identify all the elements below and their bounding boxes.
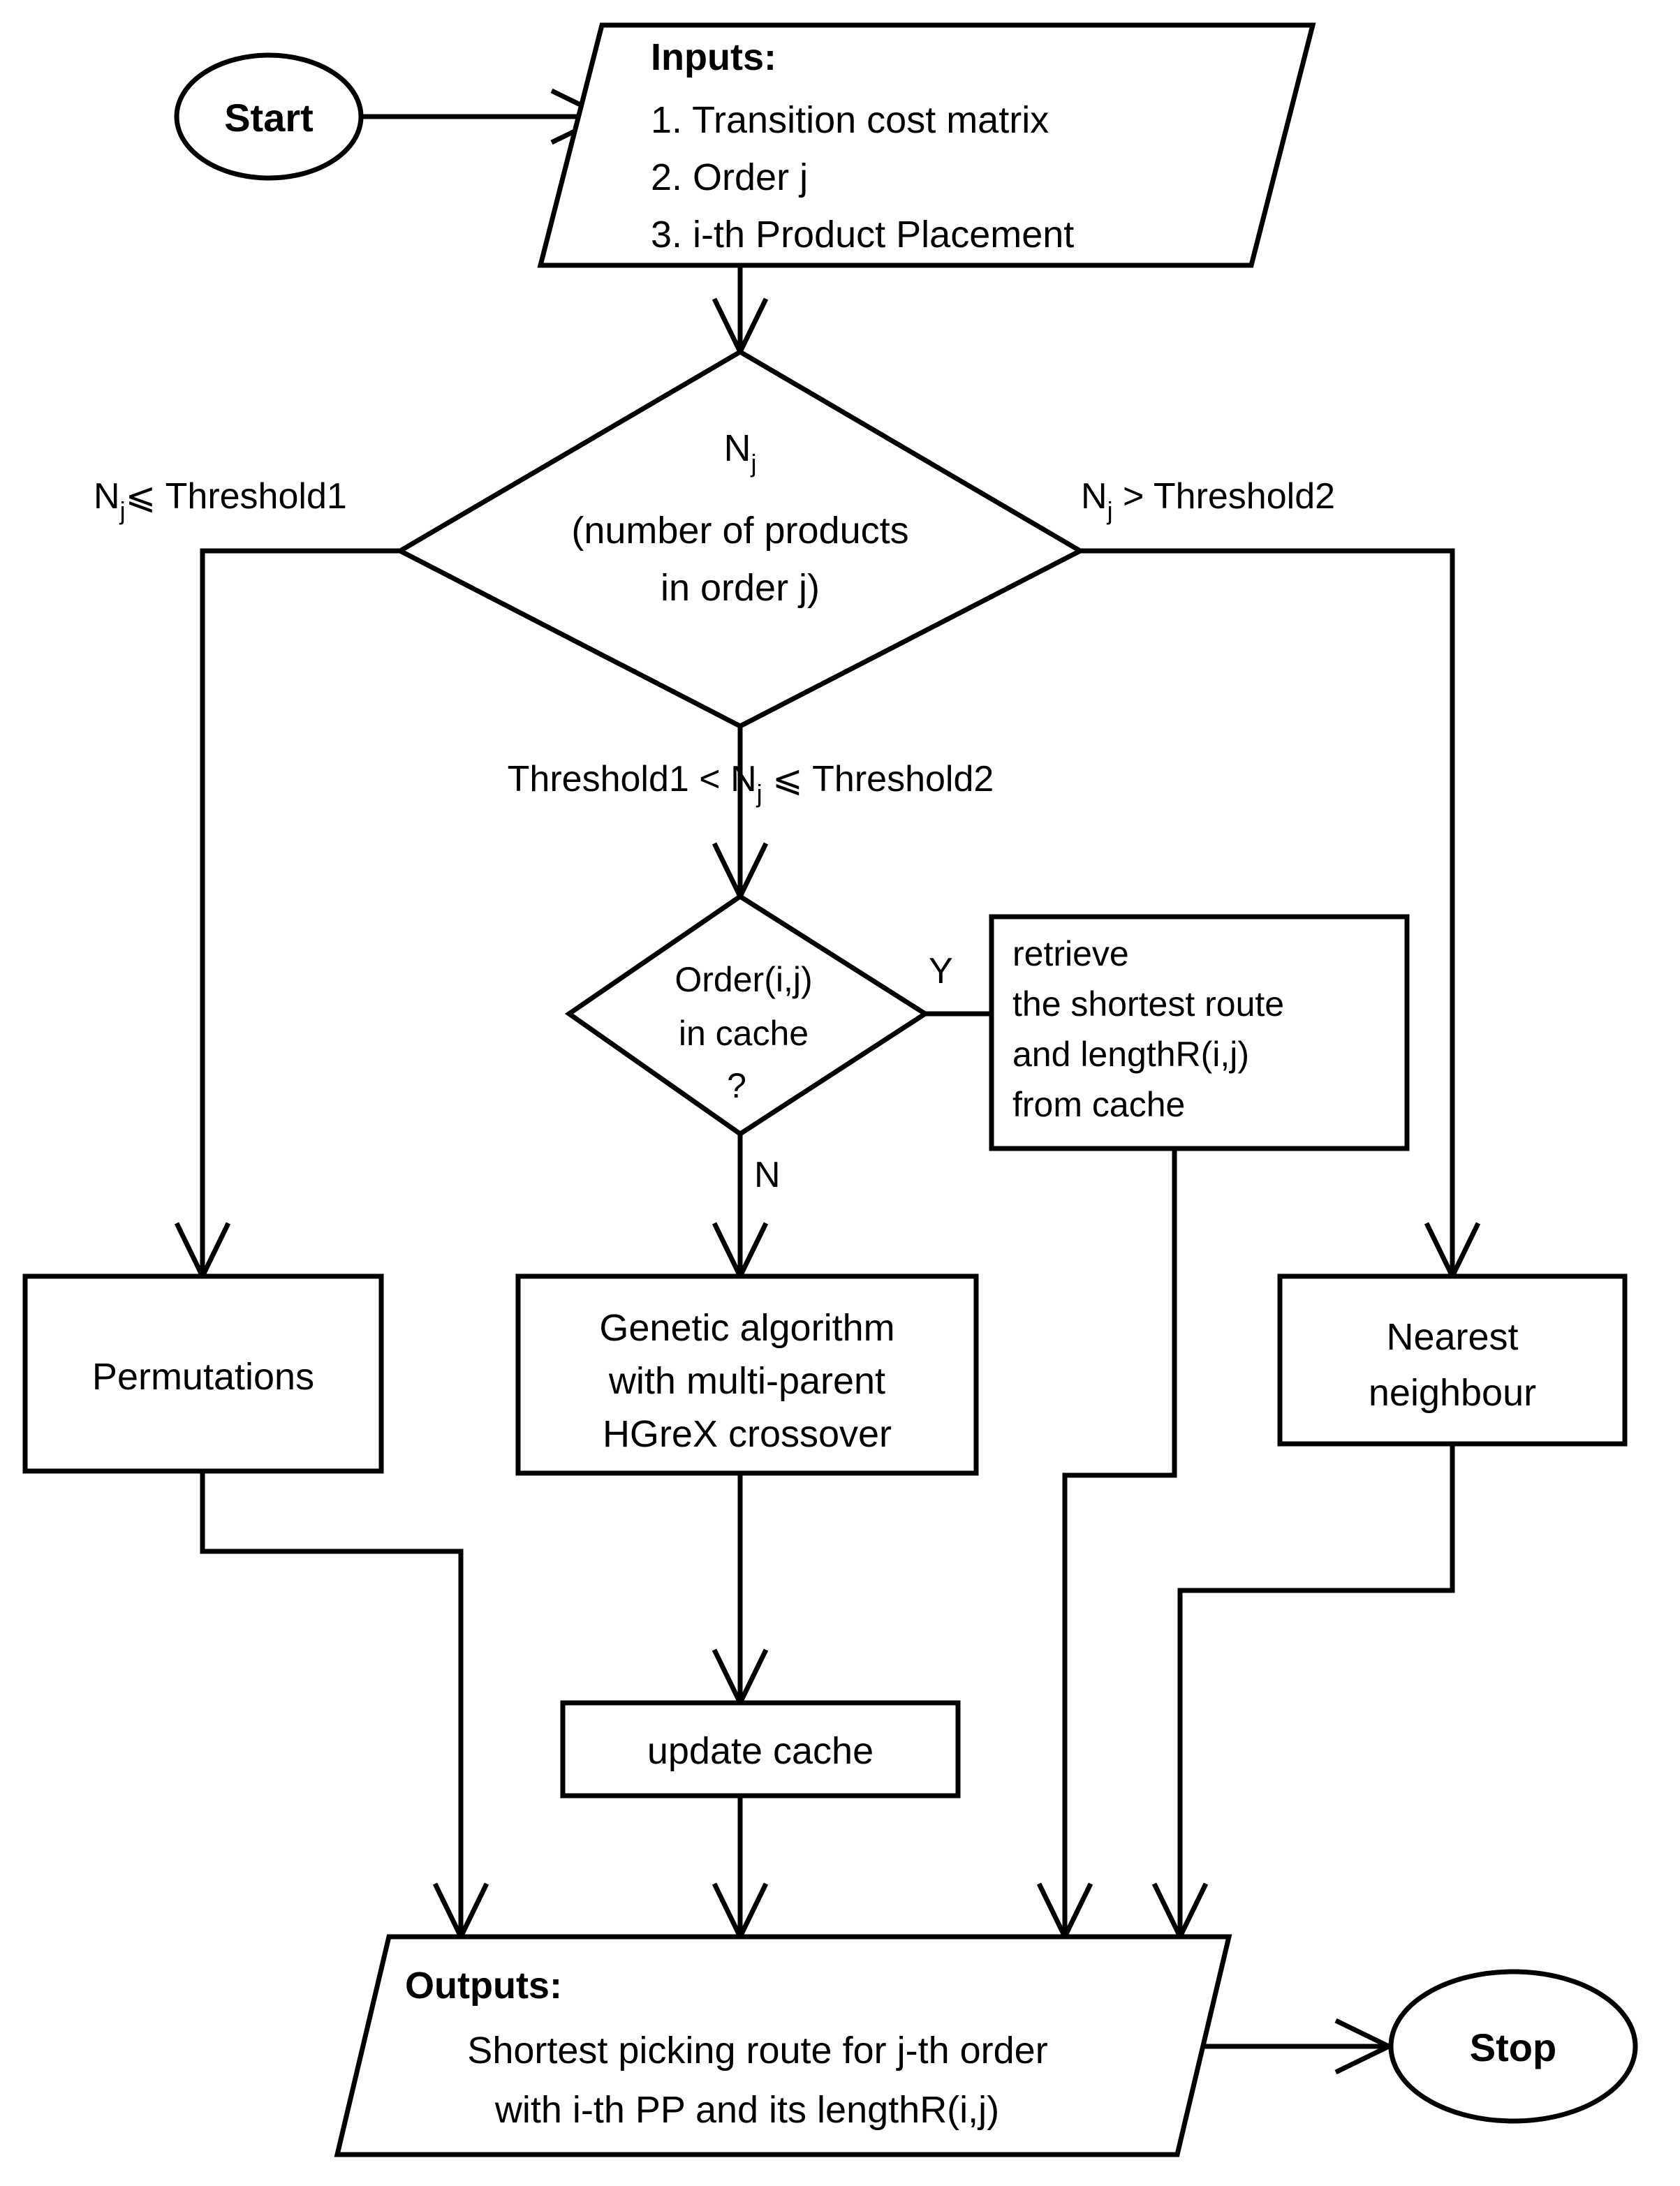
edge-size-left-to-permutations [174, 548, 400, 1282]
nearest-line-2: neighbour [1369, 1372, 1536, 1414]
node-retrieve[interactable]: retrieve the shortest route and lengthR(… [989, 914, 1410, 1151]
size-decision-line-3: in order j) [661, 567, 820, 609]
node-nearest-neighbour[interactable]: Nearest neighbour [1277, 1273, 1628, 1447]
size-decision-n-sub: j [751, 449, 757, 478]
edge-retrieve-to-outputs [1036, 1149, 1177, 1942]
genetic-line-1: Genetic algorithm [599, 1307, 894, 1349]
edge-label-cache-no: N [754, 1155, 781, 1195]
edge-inputs-to-size-decision [712, 265, 769, 357]
edge-genetic-to-update-cache [712, 1473, 769, 1708]
node-size-decision[interactable]: Nj (number of products in order j) [395, 348, 1086, 729]
edge-label-middle-branch: Threshold1 < Nj ⩽ Threshold2 [508, 759, 994, 808]
node-inputs[interactable]: Inputs: 1. Transition cost matrix 2. Ord… [537, 22, 1316, 268]
edge-nearest-to-outputs [1151, 1444, 1455, 1942]
retrieve-line-4: from cache [1012, 1085, 1185, 1124]
retrieve-line-3: and lengthR(i,j) [1012, 1035, 1249, 1074]
edge-size-bottom-to-cache-decision [712, 726, 769, 902]
cache-decision-line-1: Order(i,j) [675, 960, 812, 999]
node-genetic-algorithm[interactable]: Genetic algorithm with multi-parent HGre… [515, 1273, 979, 1476]
edge-size-right-to-nearest [1080, 548, 1481, 1282]
outputs-heading: Outputs: [405, 1965, 562, 2007]
size-decision-line-1: Nj [724, 427, 757, 478]
edge-label-cache-yes: Y [929, 951, 953, 991]
node-permutations[interactable]: Permutations [22, 1273, 384, 1474]
inputs-line-1: 1. Transition cost matrix [651, 99, 1049, 141]
cache-decision-line-2: in cache [679, 1014, 809, 1053]
stop-label: Stop [1470, 2025, 1556, 2069]
start-label: Start [224, 96, 314, 140]
node-stop[interactable]: Stop [1388, 1969, 1638, 2124]
edge-update-cache-to-outputs [712, 1796, 769, 1942]
cache-decision-line-3: ? [727, 1066, 746, 1105]
edge-label-left-branch: Nj⩽ Threshold1 [94, 476, 347, 525]
genetic-line-3: HGreX crossover [603, 1413, 892, 1455]
inputs-line-3: 3. i-th Product Placement [651, 214, 1074, 256]
node-start[interactable]: Start [174, 52, 364, 181]
inputs-heading: Inputs: [651, 36, 776, 78]
edge-start-to-inputs [360, 88, 610, 145]
edge-outputs-to-stop [1200, 2018, 1394, 2075]
node-update-cache[interactable]: update cache [560, 1700, 961, 1799]
edge-permutations-to-outputs [200, 1471, 489, 1942]
node-cache-decision[interactable]: Order(i,j) in cache ? [564, 893, 930, 1137]
node-outputs[interactable]: Outputs: Shortest picking route for j-th… [334, 1934, 1232, 2157]
retrieve-line-1: retrieve [1012, 934, 1129, 973]
edge-label-right-branch: Nj > Threshold2 [1081, 476, 1335, 525]
outputs-line-1: Shortest picking route for j-th order [467, 2030, 1047, 2071]
size-decision-line-2: (number of products [571, 510, 908, 552]
size-decision-n: N [724, 427, 751, 469]
update-cache-label: update cache [647, 1730, 874, 1772]
outputs-line-2: with i-th PP and its lengthR(i,j) [494, 2089, 999, 2131]
nearest-line-1: Nearest [1386, 1316, 1518, 1358]
retrieve-line-2: the shortest route [1012, 984, 1284, 1024]
genetic-line-2: with multi-parent [608, 1360, 885, 1402]
inputs-line-2: 2. Order j [651, 156, 808, 198]
permutations-label: Permutations [92, 1356, 314, 1398]
